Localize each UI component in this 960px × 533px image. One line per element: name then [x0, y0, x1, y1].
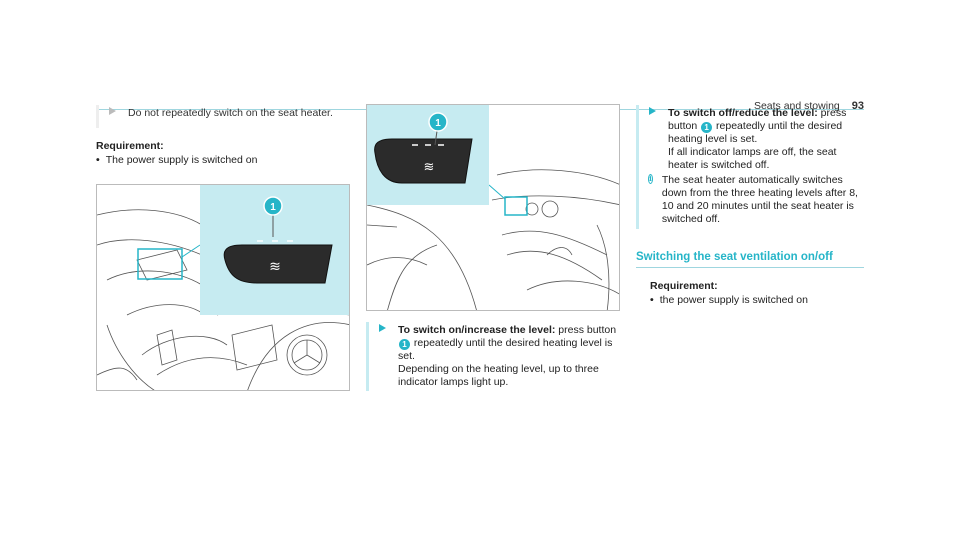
- page-header: Seats and stowing 93: [754, 100, 864, 112]
- requirement-block: Requirement: • The power supply is switc…: [96, 140, 350, 167]
- column-1: Do not repeatedly switch on the seat hea…: [96, 105, 350, 167]
- requirement-title: Requirement:: [96, 140, 164, 152]
- switch-off-text-1: press button: [668, 107, 847, 132]
- callout-badge: 1: [701, 122, 713, 133]
- arrow-icon: [109, 107, 116, 115]
- requirement-item: • The power supply is switched on: [96, 154, 350, 167]
- info-note: i The seat heater automatically switches…: [648, 174, 864, 226]
- door-panel-drawing-2: ≋ 1: [367, 105, 619, 310]
- requirement-text: The power supply is switched on: [105, 154, 258, 166]
- switch-off-text-3: If all indicator lamps are off, the seat…: [668, 146, 837, 171]
- page-number: 93: [851, 100, 864, 112]
- column-2: To switch on/increase the level: press b…: [366, 322, 620, 391]
- section-title: Switching the seat ventilation on/off: [636, 251, 864, 268]
- figure-door-panel-2: ≋ 1: [366, 104, 620, 311]
- highlight-box: [504, 196, 528, 216]
- switch-off-text-2: repeatedly until the desired heating lev…: [668, 120, 843, 145]
- section-name: Seats and stowing: [753, 100, 840, 112]
- do-not-text: Do not repeatedly switch on the seat hea…: [128, 107, 333, 119]
- switch-on-title: To switch on/increase the level:: [398, 324, 556, 336]
- switch-on-text-3: Depending on the heating level, up to th…: [398, 363, 599, 388]
- seat-heater-button: [223, 244, 333, 284]
- requirement-text: the power supply is switched on: [659, 294, 808, 306]
- figure-door-panel-1: ≋ 1: [96, 184, 350, 391]
- info-icon: i: [648, 174, 653, 184]
- switch-off-step: To switch off/reduce the level: press bu…: [636, 105, 864, 229]
- switch-on-text: To switch on/increase the level: press b…: [378, 324, 620, 389]
- warning-note: Do not repeatedly switch on the seat hea…: [96, 105, 350, 128]
- switch-on-text-2: repeatedly until the desired heating lev…: [398, 337, 613, 362]
- callout-number: 1: [270, 202, 276, 213]
- switch-on-step: To switch on/increase the level: press b…: [366, 322, 620, 391]
- seat-heat-icon: ≋: [269, 259, 281, 275]
- arrow-icon: [379, 324, 386, 332]
- requirement-item: • the power supply is switched on: [650, 294, 864, 307]
- seat-heater-button: [374, 138, 473, 184]
- callout-number: 1: [435, 118, 441, 129]
- switch-on-text-1: press button: [558, 324, 617, 336]
- info-text: The seat heater automatically switches d…: [661, 174, 858, 225]
- bullet-icon: •: [650, 294, 654, 306]
- requirement-title: Requirement:: [650, 280, 718, 292]
- seat-heat-icon: ≋: [424, 160, 435, 175]
- ventilation-requirement: Requirement: • the power supply is switc…: [636, 280, 864, 307]
- door-panel-drawing-1: ≋ 1: [97, 185, 349, 390]
- highlight-box: [137, 248, 183, 280]
- callout-badge: 1: [399, 339, 410, 350]
- switch-off-title: To switch off/reduce the level:: [668, 107, 818, 119]
- column-3: To switch off/reduce the level: press bu…: [636, 105, 864, 307]
- switch-off-text: To switch off/reduce the level: press bu…: [648, 107, 864, 172]
- arrow-icon: [649, 107, 656, 115]
- bullet-icon: •: [96, 154, 100, 166]
